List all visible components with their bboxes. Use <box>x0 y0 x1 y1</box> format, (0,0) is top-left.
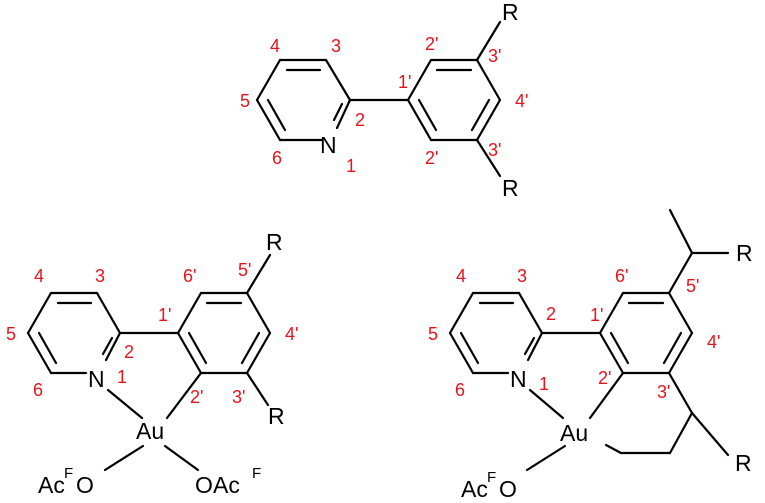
complex1-right-ac: Ac <box>213 472 240 498</box>
complex1-nitrogen: N <box>88 366 105 392</box>
cyclometalated-complex-bonds <box>448 208 730 472</box>
complex1-left-acetate-label: Ac F O <box>38 465 94 498</box>
complex2-pos-2: 2 <box>546 304 556 324</box>
complex2-pos-4: 4 <box>456 266 466 286</box>
ligand-pos-2p-top: 2' <box>425 34 438 54</box>
complex2-pos-1p: 1' <box>590 305 603 325</box>
complex1-pos-5: 5 <box>6 324 16 344</box>
ligand-pos-1p: 1' <box>398 72 411 92</box>
complex2-ac: Ac <box>461 476 488 502</box>
ligand-structure: N R R 4 3 5 2 6 1 2' 3' 1' 4' 2' 3' <box>240 0 528 201</box>
complex2-r-top: R <box>736 240 753 266</box>
complex2-pos-2p: 2' <box>598 368 611 388</box>
ligand-r-top: R <box>502 0 519 25</box>
complex1-pos-3: 3 <box>95 266 105 286</box>
complex2-pos-6: 6 <box>455 380 465 400</box>
complex1-pos-1p: 1' <box>158 305 171 325</box>
complex1-r-bottom: R <box>268 403 285 429</box>
ligand-pos-6: 6 <box>272 148 282 168</box>
complex1-pos-2p: 2' <box>190 387 203 407</box>
complex2-nitrogen: N <box>510 366 527 392</box>
ligand-pos-4p: 4' <box>515 91 528 111</box>
complex1-pos-3p: 3' <box>232 387 245 407</box>
ligand-pos-2p-bottom: 2' <box>425 148 438 168</box>
complex1-right-ac-superscript: F <box>252 465 261 482</box>
complex1-pos-6p: 6' <box>183 266 196 286</box>
complex1-pos-6: 6 <box>33 380 43 400</box>
ligand-pos-1: 1 <box>346 156 356 176</box>
ligand-bonds <box>255 20 502 178</box>
complex1-pos-4p: 4' <box>285 324 298 344</box>
complex1-right-acetate-label: O Ac F <box>195 465 261 498</box>
complex2-pos-5p: 5' <box>686 276 699 296</box>
complex1-gold: Au <box>136 418 164 444</box>
complex1-left-oxygen: O <box>76 472 94 498</box>
ligand-pos-4: 4 <box>270 36 280 56</box>
complex1-right-oxygen: O <box>195 472 213 498</box>
complex2-r-bottom: R <box>735 450 752 476</box>
ligand-r-bottom: R <box>502 175 519 201</box>
complex2-gold: Au <box>560 420 588 446</box>
complex2-pos-3: 3 <box>517 266 527 286</box>
complex2-pos-3p: 3' <box>657 382 670 402</box>
ligand-nitrogen: N <box>320 132 337 158</box>
complex2-pos-1: 1 <box>539 374 549 394</box>
complex1-pos-2: 2 <box>124 342 134 362</box>
complex1-pos-4: 4 <box>34 266 44 286</box>
bis-acetate-complex: N Au R R Ac F O O Ac F 4 3 5 2 6 1 6' 5'… <box>6 229 298 498</box>
cyclometalated-complex: N Au R R Ac F O 4 3 5 2 6 1 6' 5' 1' 4' … <box>428 208 753 502</box>
complex2-pos-5: 5 <box>428 324 438 344</box>
ligand-pos-5: 5 <box>240 91 250 111</box>
ligand-pos-3p-bottom: 3' <box>488 140 501 160</box>
complex1-left-ac-superscript: F <box>64 465 73 482</box>
complex1-pos-5p: 5' <box>238 260 251 280</box>
bis-acetate-complex-bonds <box>26 253 272 472</box>
ligand-pos-2: 2 <box>355 110 365 130</box>
complex2-pos-6p: 6' <box>615 266 628 286</box>
complex1-left-ac: Ac <box>38 472 65 498</box>
ligand-pos-3: 3 <box>331 36 341 56</box>
complex2-ac-superscript: F <box>487 469 496 486</box>
complex1-r-top: R <box>266 229 283 255</box>
complex2-oxygen: O <box>499 476 517 502</box>
complex1-pos-1: 1 <box>117 367 127 387</box>
ligand-pos-3p-top: 3' <box>488 46 501 66</box>
complex2-acetate-label: Ac F O <box>461 469 517 502</box>
complex2-pos-4p: 4' <box>707 332 720 352</box>
